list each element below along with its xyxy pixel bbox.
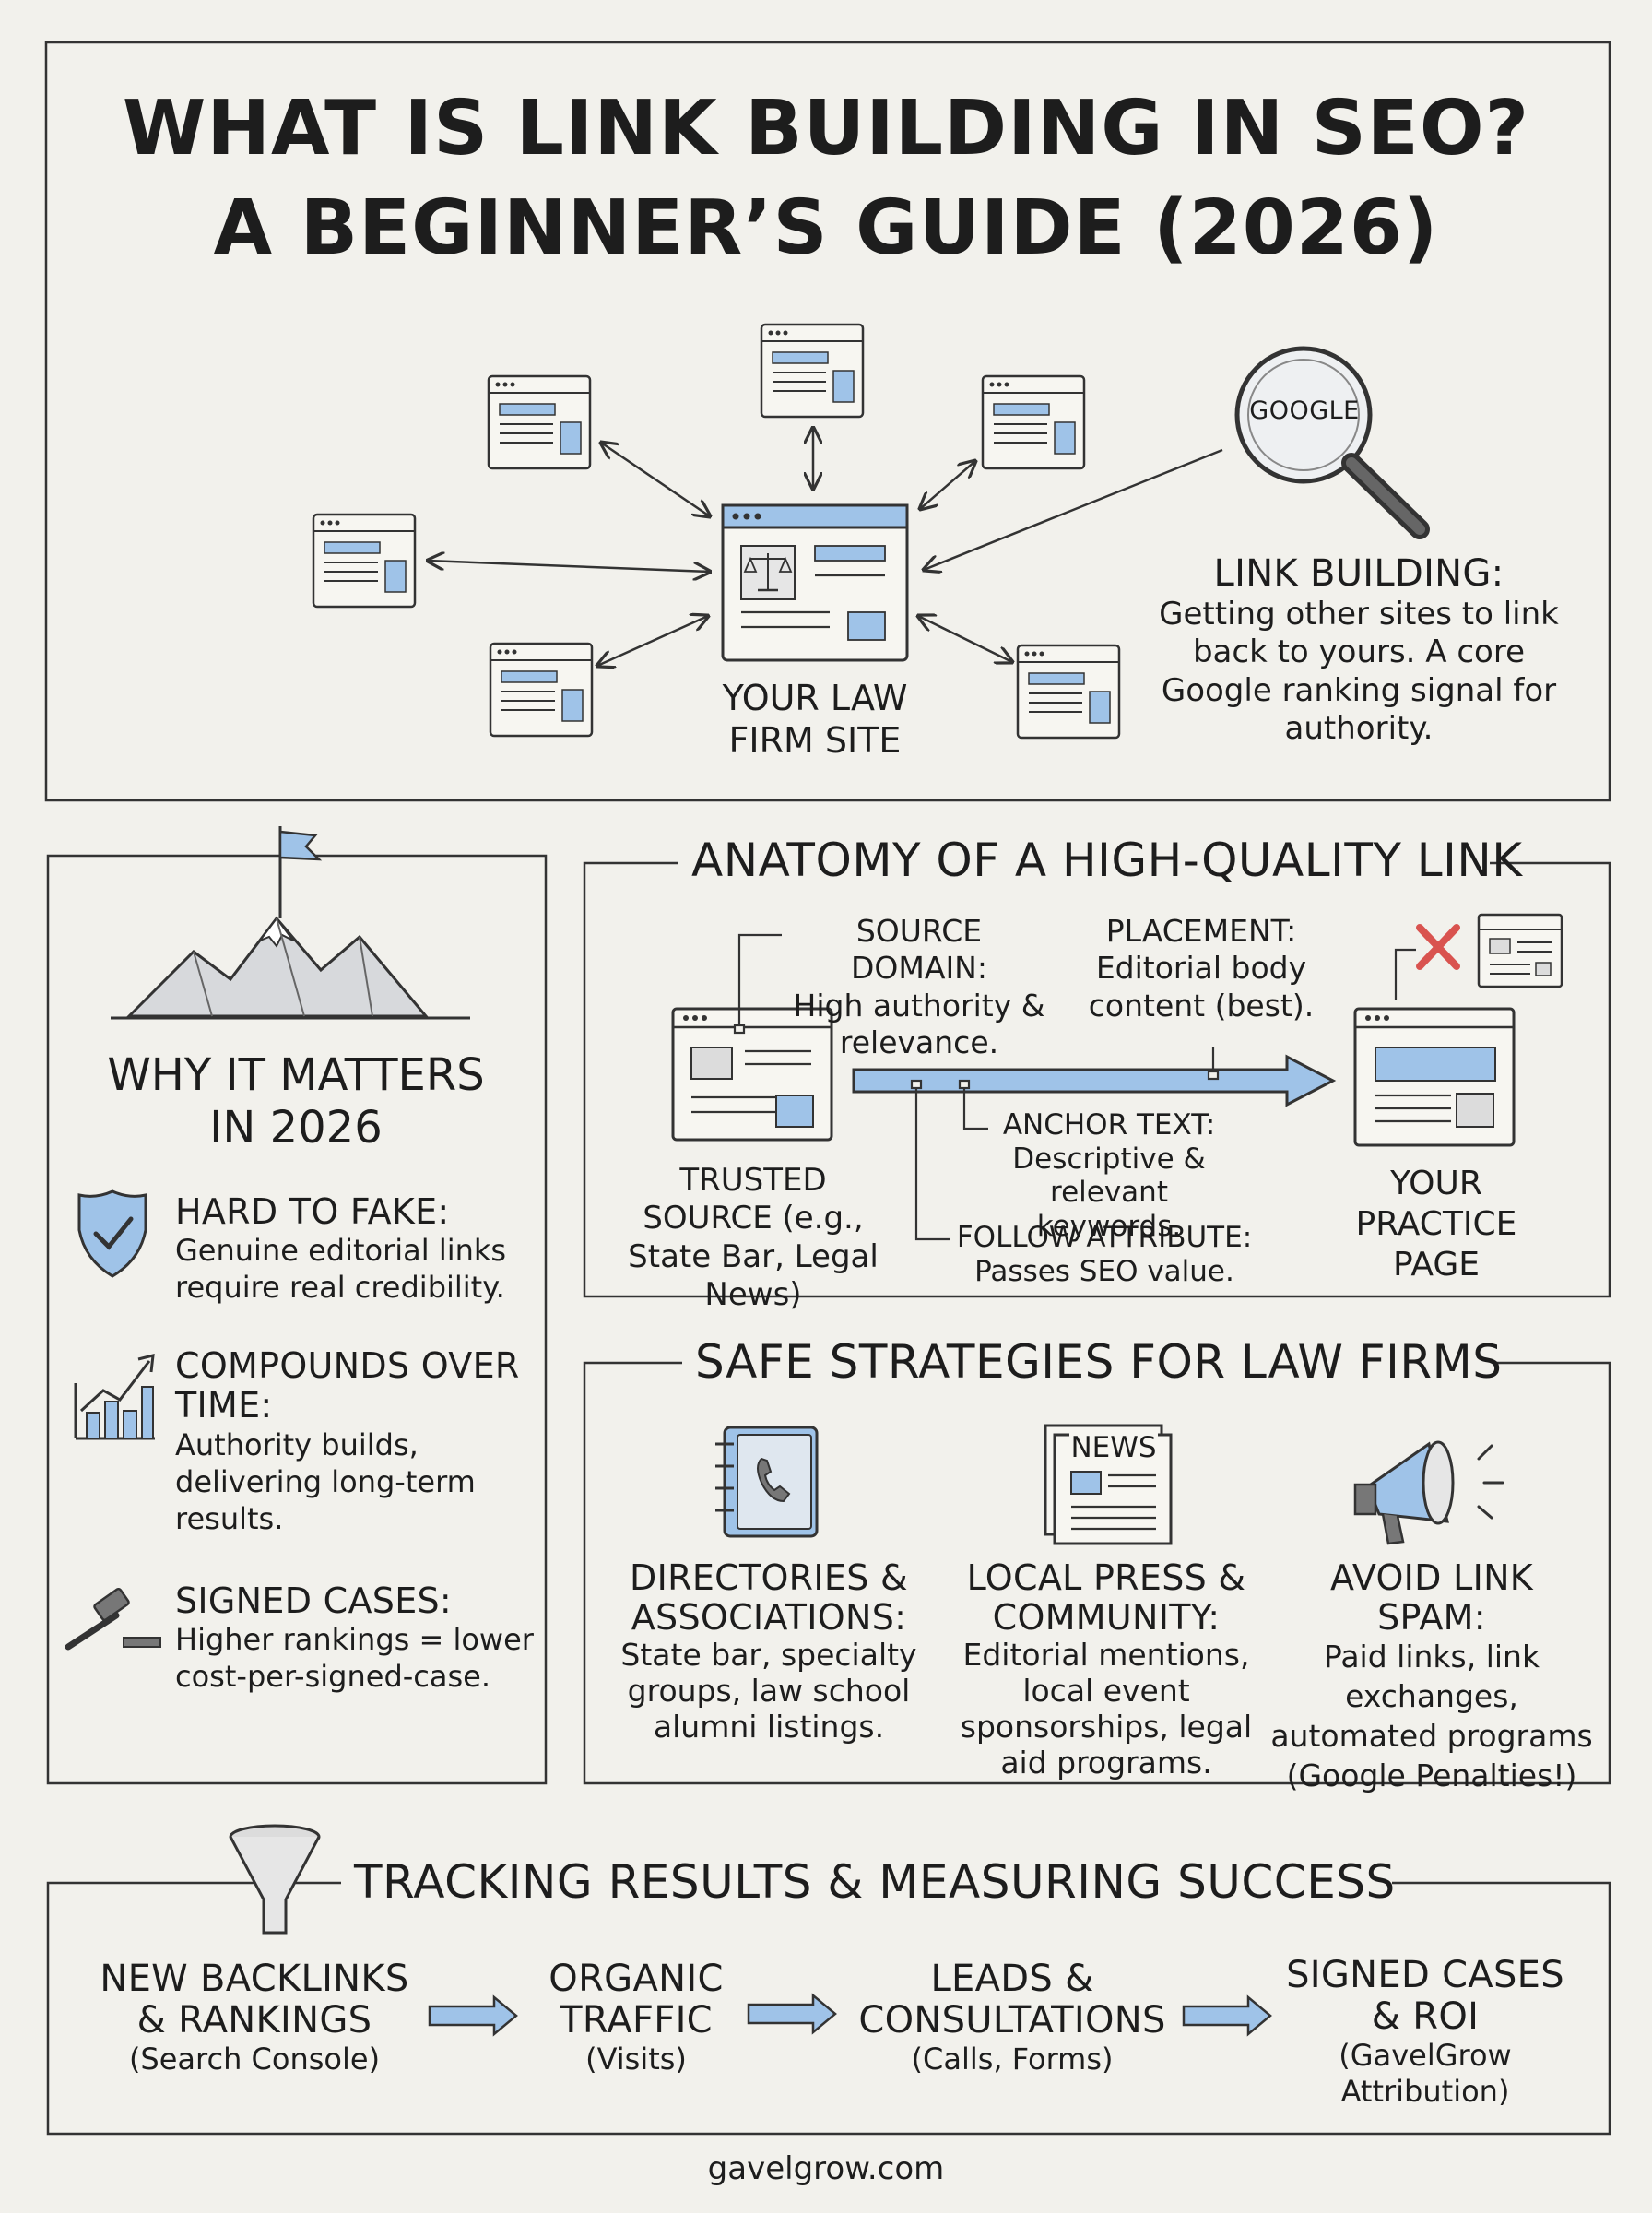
page-title-line2: A BEGINNER’S GUIDE (2026) bbox=[213, 184, 1439, 272]
hero-frame bbox=[44, 41, 1611, 802]
why-title: WHY IT MATTERS IN 2026 bbox=[107, 1049, 485, 1154]
practice-page-label: YOUR PRACTICE PAGE bbox=[1355, 1165, 1517, 1284]
page-title-line1: WHAT IS LINK BUILDING IN SEO? bbox=[122, 85, 1530, 172]
peripheral-site-icon bbox=[489, 642, 594, 738]
tracking-arrow bbox=[747, 1993, 837, 2035]
placement-callout: PLACEMENT: Editorial body content (best)… bbox=[1088, 913, 1315, 1024]
why-item-compounds: COMPOUNDS OVER TIME: Authority builds, d… bbox=[175, 1345, 520, 1536]
definition-text: Getting other sites to link back to your… bbox=[1159, 596, 1559, 748]
anatomy-title: ANATOMY OF A HIGH-QUALITY LINK bbox=[678, 834, 1522, 887]
strategies-title: SAFE STRATEGIES FOR LAW FIRMS bbox=[682, 1335, 1502, 1389]
tracking-arrow bbox=[428, 1994, 518, 2037]
source-domain-callout: SOURCE DOMAIN: High authority & relevanc… bbox=[793, 913, 1045, 1060]
footer-url[interactable]: gavelgrow.com bbox=[707, 2150, 945, 2187]
callout-connectors bbox=[733, 933, 1220, 1241]
law-firm-site-icon bbox=[721, 503, 909, 662]
gavel-icon bbox=[65, 1587, 161, 1651]
tracking-step-leads: LEADS & CONSULTATIONS (Calls, Forms) bbox=[858, 1958, 1166, 2077]
follow-attribute-callout: FOLLOW ATTRIBUTE: Passes SEO value. bbox=[956, 1221, 1253, 1288]
rejected-link-icon bbox=[1394, 913, 1564, 1000]
megaphone-icon bbox=[1353, 1440, 1504, 1545]
why-item-hard-to-fake: HARD TO FAKE: Genuine editorial links re… bbox=[175, 1191, 507, 1305]
tracking-step-traffic: ORGANIC TRAFFIC (Visits) bbox=[549, 1958, 724, 2077]
trusted-source-window-icon bbox=[671, 1007, 833, 1142]
address-book-icon bbox=[715, 1426, 819, 1538]
news-badge: NEWS bbox=[1069, 1431, 1158, 1464]
tracking-arrow bbox=[1182, 1994, 1272, 2037]
peripheral-site-icon bbox=[760, 323, 865, 419]
law-firm-site-label: YOUR LAW FIRM SITE bbox=[722, 678, 908, 762]
anchor-text-callout: ANCHOR TEXT: Descriptive & relevant keyw… bbox=[1002, 1108, 1216, 1243]
shield-check-icon bbox=[77, 1189, 148, 1278]
tracking-step-signed-cases: SIGNED CASES & ROI (GavelGrow Attributio… bbox=[1286, 1954, 1564, 2109]
peripheral-site-icon bbox=[1016, 644, 1121, 740]
strategy-avoid-spam: AVOID LINK SPAM: Paid links, link exchan… bbox=[1270, 1557, 1593, 1793]
why-item-signed-cases: SIGNED CASES: Higher rankings = lower co… bbox=[175, 1580, 534, 1694]
peripheral-site-icon bbox=[312, 513, 417, 609]
definition-heading: LINK BUILDING: bbox=[1213, 552, 1504, 595]
tracking-title: TRACKING RESULTS & MEASURING SUCCESS bbox=[341, 1855, 1395, 1909]
peripheral-site-icon bbox=[487, 374, 592, 470]
magnifying-glass-icon bbox=[1234, 346, 1430, 539]
trusted-source-label: TRUSTED SOURCE (e.g., State Bar, Legal N… bbox=[628, 1162, 879, 1314]
link-flow-arrow bbox=[852, 1054, 1337, 1107]
strategy-local-press: LOCAL PRESS & COMMUNITY: Editorial menti… bbox=[960, 1557, 1253, 1781]
strategy-directories: DIRECTORIES & ASSOCIATIONS: State bar, s… bbox=[620, 1557, 917, 1745]
tracking-step-backlinks: NEW BACKLINKS & RANKINGS (Search Console… bbox=[100, 1958, 409, 2077]
google-label: GOOGLE bbox=[1249, 396, 1360, 425]
growth-chart-icon bbox=[74, 1354, 155, 1440]
mountain-flag-icon bbox=[111, 826, 470, 1020]
funnel-icon bbox=[229, 1824, 321, 1935]
link-arrows bbox=[428, 428, 1223, 666]
peripheral-site-icon bbox=[981, 374, 1086, 470]
practice-page-window-icon bbox=[1353, 1007, 1516, 1147]
